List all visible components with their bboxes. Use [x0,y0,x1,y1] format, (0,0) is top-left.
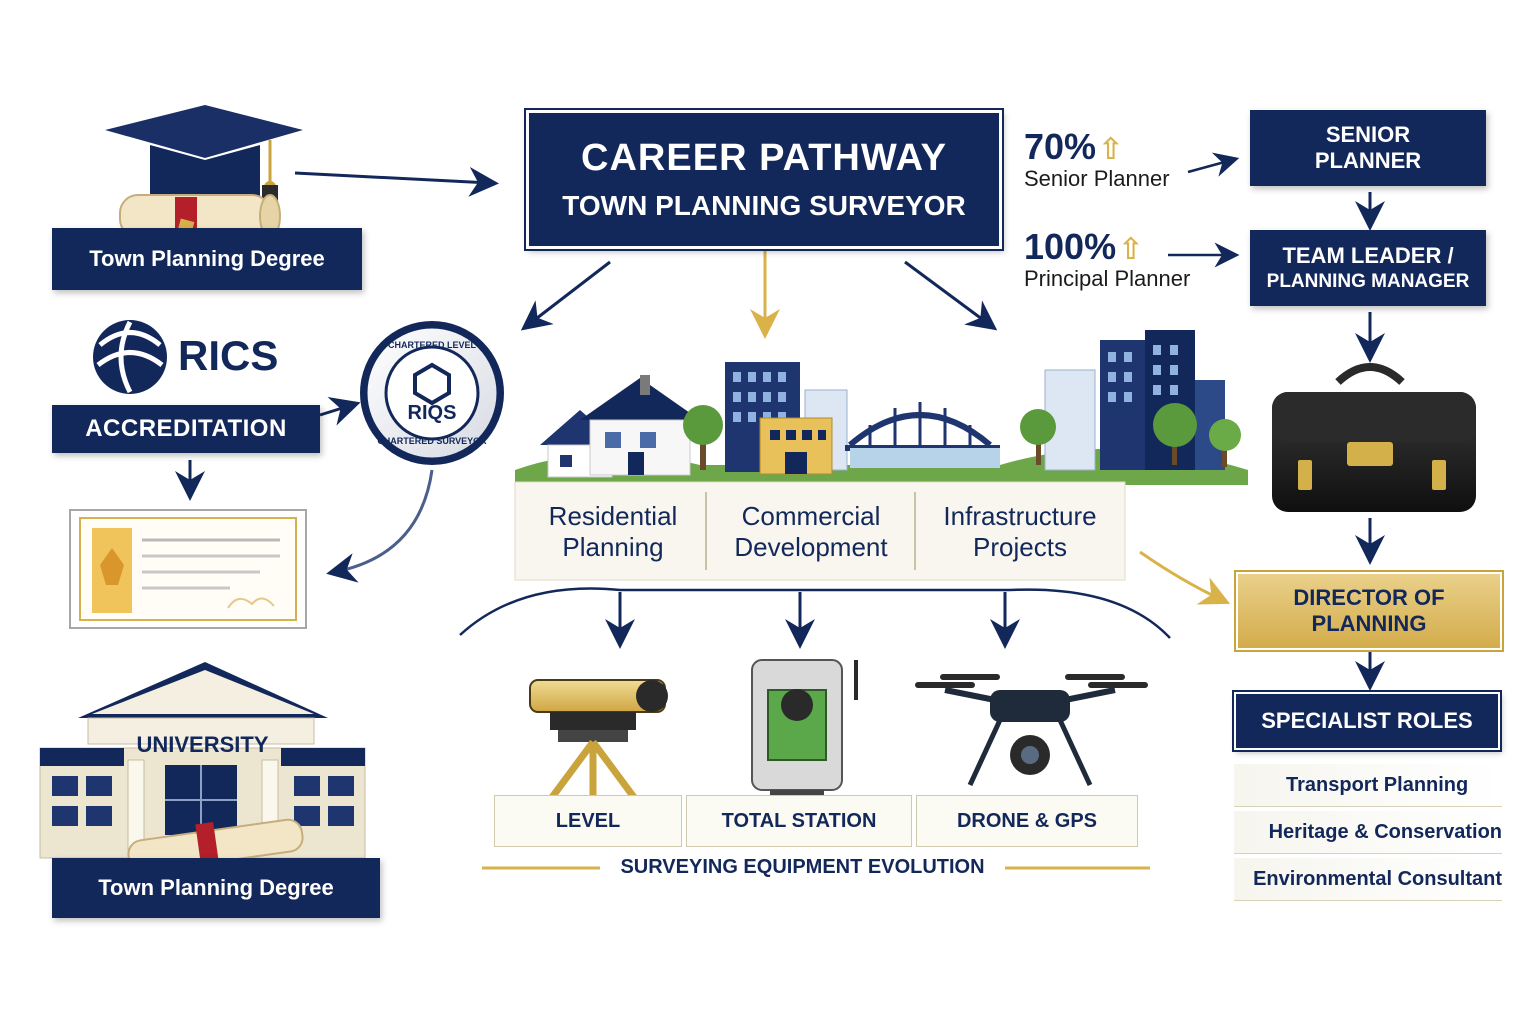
specialist-item: Environmental Consultant [1234,858,1502,901]
stat-label: Principal Planner [1024,266,1191,291]
specialist-item: Transport Planning [1234,764,1502,807]
total-station-icon [751,659,858,804]
equipment-caption: SURVEYING EQUIPMENT EVOLUTION [620,856,985,878]
equipment-level-card: LEVEL [494,795,682,847]
university-building-icon [39,662,366,874]
header-subtitle: TOWN PLANNING SURVEYOR [562,190,966,221]
career-pathway-header: CAREER PATHWAY TOWN PLANNING SURVEYOR [524,108,1004,251]
arrow-header-to-residential [520,260,611,331]
arrow-stat-senior [1187,152,1240,177]
stat-senior-planner: 70% ⇧ Senior Planner [1024,126,1170,192]
rics-logo-icon [93,320,167,394]
sector-commercial: Commercial Development [734,501,888,562]
header-title: CAREER PATHWAY [581,137,947,179]
sector-infrastructure: Infrastructure Projects [943,501,1097,562]
director-of-planning-box: DIRECTOR OF PLANNING [1234,570,1504,652]
degree-label-bottom: Town Planning Degree [52,858,380,918]
degree-label-top: Town Planning Degree [52,228,362,290]
arrow-header-to-infrastructure [904,260,998,331]
arrow-degree-to-header [294,166,499,197]
drone-icon [915,674,1148,787]
up-arrow-icon: ⇧ [1098,133,1124,166]
specialist-roles-box: SPECIALIST ROLES [1232,690,1502,752]
equipment-arc [459,587,1171,639]
certificate-icon [69,509,307,629]
chartered-surveyor-seal [360,321,504,465]
stat-label: Senior Planner [1024,166,1170,191]
specialist-item: Heritage & Conservation [1234,811,1502,854]
seal-ring-bottom-text: CHARTERED SURVEYOR [377,436,487,446]
city-scene-illustration [515,330,1248,485]
up-arrow-icon: ⇧ [1118,233,1144,266]
level-instrument-icon [529,679,668,803]
team-leader-box: TEAM LEADER / PLANNING MANAGER [1250,230,1486,306]
arrow-accreditation-to-seal [319,396,361,426]
seal-center-text: RIQS [407,402,457,424]
seal-ring-top-text: CHARTERED LEVEL [387,340,476,350]
senior-planner-box: SENIOR PLANNER [1250,110,1486,186]
arrow-sectors-to-director [1139,550,1231,605]
arrow-seal-to-certificate [326,469,434,583]
sector-panel [514,481,1126,581]
briefcase-icon [1272,363,1476,512]
stat-principal-planner: 100% ⇧ Principal Planner [1024,226,1190,292]
stat-value: 70% [1024,126,1097,167]
diploma-scroll-icon [119,194,281,244]
equipment-drone-gps-card: DRONE & GPS [916,795,1138,847]
sector-residential: Residential Planning [548,501,678,562]
rics-logo-text: RICS [178,332,279,379]
stat-value: 100% [1024,226,1117,267]
equipment-total-station-card: TOTAL STATION [686,795,912,847]
university-sign: UNIVERSITY [136,732,269,757]
accreditation-label: ACCREDITATION [52,405,320,453]
